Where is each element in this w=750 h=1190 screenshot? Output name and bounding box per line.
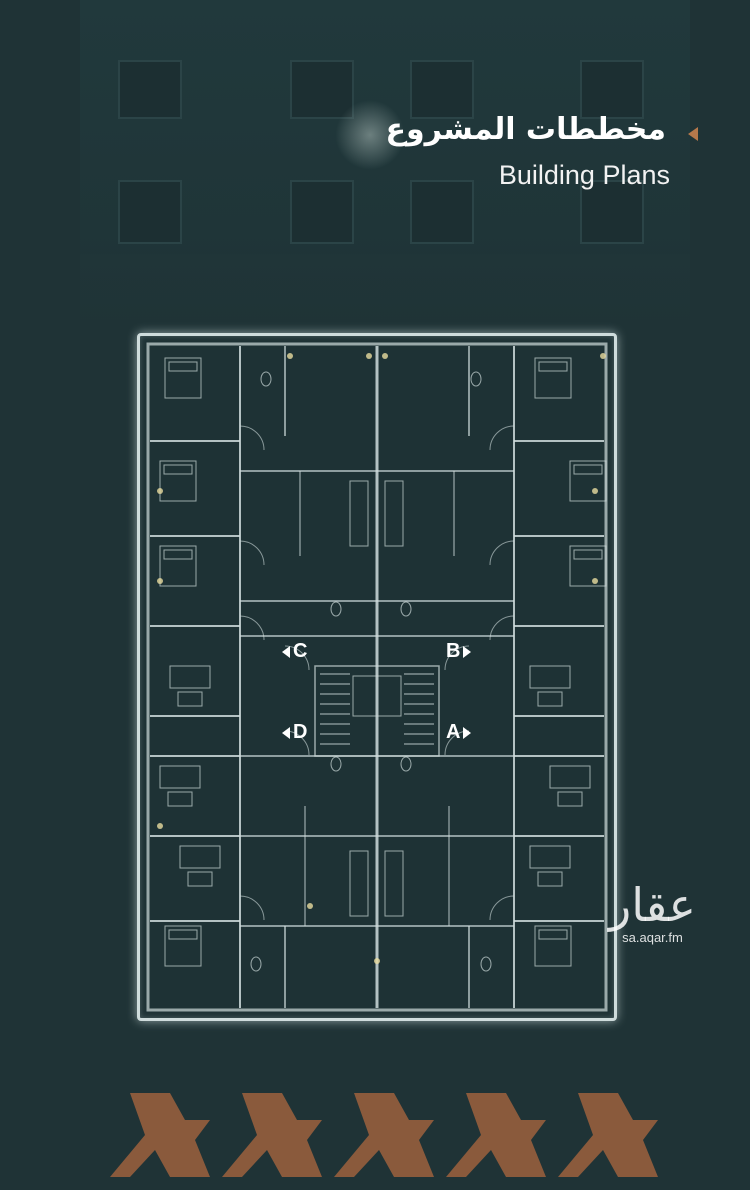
fixture: [349, 480, 369, 547]
lamp: [592, 578, 598, 584]
fixture: [352, 675, 402, 717]
chevron-icon: [110, 1093, 210, 1177]
fixture: [168, 929, 198, 940]
fixture: [349, 850, 369, 917]
arrow-right-icon: [463, 645, 472, 658]
lamp: [157, 488, 163, 494]
toilet: [400, 756, 412, 772]
decorative-chevrons: [110, 1093, 658, 1177]
title-arabic: مخططات المشروع: [385, 112, 667, 147]
chevron-icon: [558, 1093, 658, 1177]
fixture: [159, 460, 197, 502]
lamp: [307, 903, 313, 909]
fixture: [159, 765, 201, 789]
floor-plan: C B D A: [137, 333, 617, 1021]
toilet: [250, 956, 262, 972]
chevron-icon: [446, 1093, 546, 1177]
fixture: [159, 545, 197, 587]
toilet: [480, 956, 492, 972]
fixture: [179, 845, 221, 869]
floor-plan-drawing: [146, 342, 608, 1012]
chevron-icon: [334, 1093, 434, 1177]
fixture: [163, 549, 193, 560]
aqar-watermark: عقار sa.aqar.fm: [595, 880, 710, 945]
fixture: [534, 925, 572, 967]
fixture: [573, 464, 603, 475]
arrow-left-icon: [282, 645, 290, 658]
door-swing: [489, 540, 515, 566]
fixture: [163, 464, 193, 475]
door-swing: [239, 895, 265, 921]
title-english: Building Plans: [498, 160, 670, 190]
lamp: [157, 823, 163, 829]
fixture: [177, 691, 203, 707]
fixture: [529, 665, 571, 689]
toilet: [260, 371, 272, 387]
toilet: [400, 601, 412, 617]
door-swing: [239, 540, 265, 566]
lamp: [600, 353, 606, 359]
fixture: [164, 925, 202, 967]
door-swing: [489, 615, 515, 641]
fixture: [538, 361, 568, 372]
fixture: [538, 929, 568, 940]
lamp: [374, 958, 380, 964]
lamp: [366, 353, 372, 359]
aqar-logo: عقار: [609, 878, 696, 932]
fixture: [529, 845, 571, 869]
fixture: [169, 665, 211, 689]
fixture: [557, 791, 583, 807]
fixture: [549, 765, 591, 789]
fixture: [537, 871, 563, 887]
fixture: [314, 665, 440, 757]
unit-label-a: A: [446, 721, 472, 744]
fixture: [573, 549, 603, 560]
title-arrow-icon: [688, 127, 698, 141]
unit-label-c: C: [282, 640, 307, 663]
chevron-icon: [222, 1093, 322, 1177]
door-swing: [489, 425, 515, 451]
fixture: [569, 545, 607, 587]
unit-label-d: D: [282, 721, 307, 744]
toilet: [470, 371, 482, 387]
fixture: [164, 357, 202, 399]
fixture: [534, 357, 572, 399]
fixture: [168, 361, 198, 372]
aqar-url: sa.aqar.fm: [622, 930, 683, 945]
door-swing: [239, 425, 265, 451]
fixture: [569, 460, 607, 502]
lamp: [157, 578, 163, 584]
toilet: [330, 756, 342, 772]
arrow-right-icon: [463, 726, 472, 739]
fixture: [537, 691, 563, 707]
fixture: [384, 480, 404, 547]
lamp: [382, 353, 388, 359]
page-title: مخططات المشروع Building Plans: [386, 110, 671, 192]
door-swing: [239, 615, 265, 641]
lamp: [592, 488, 598, 494]
fixture: [384, 850, 404, 917]
background-building: [80, 0, 690, 330]
unit-label-b: B: [446, 640, 472, 663]
title-glow: [335, 100, 405, 170]
lamp: [287, 353, 293, 359]
fixture: [187, 871, 213, 887]
arrow-left-icon: [282, 726, 290, 739]
fixture: [146, 342, 608, 1012]
toilet: [330, 601, 342, 617]
door-swing: [489, 895, 515, 921]
fixture: [167, 791, 193, 807]
